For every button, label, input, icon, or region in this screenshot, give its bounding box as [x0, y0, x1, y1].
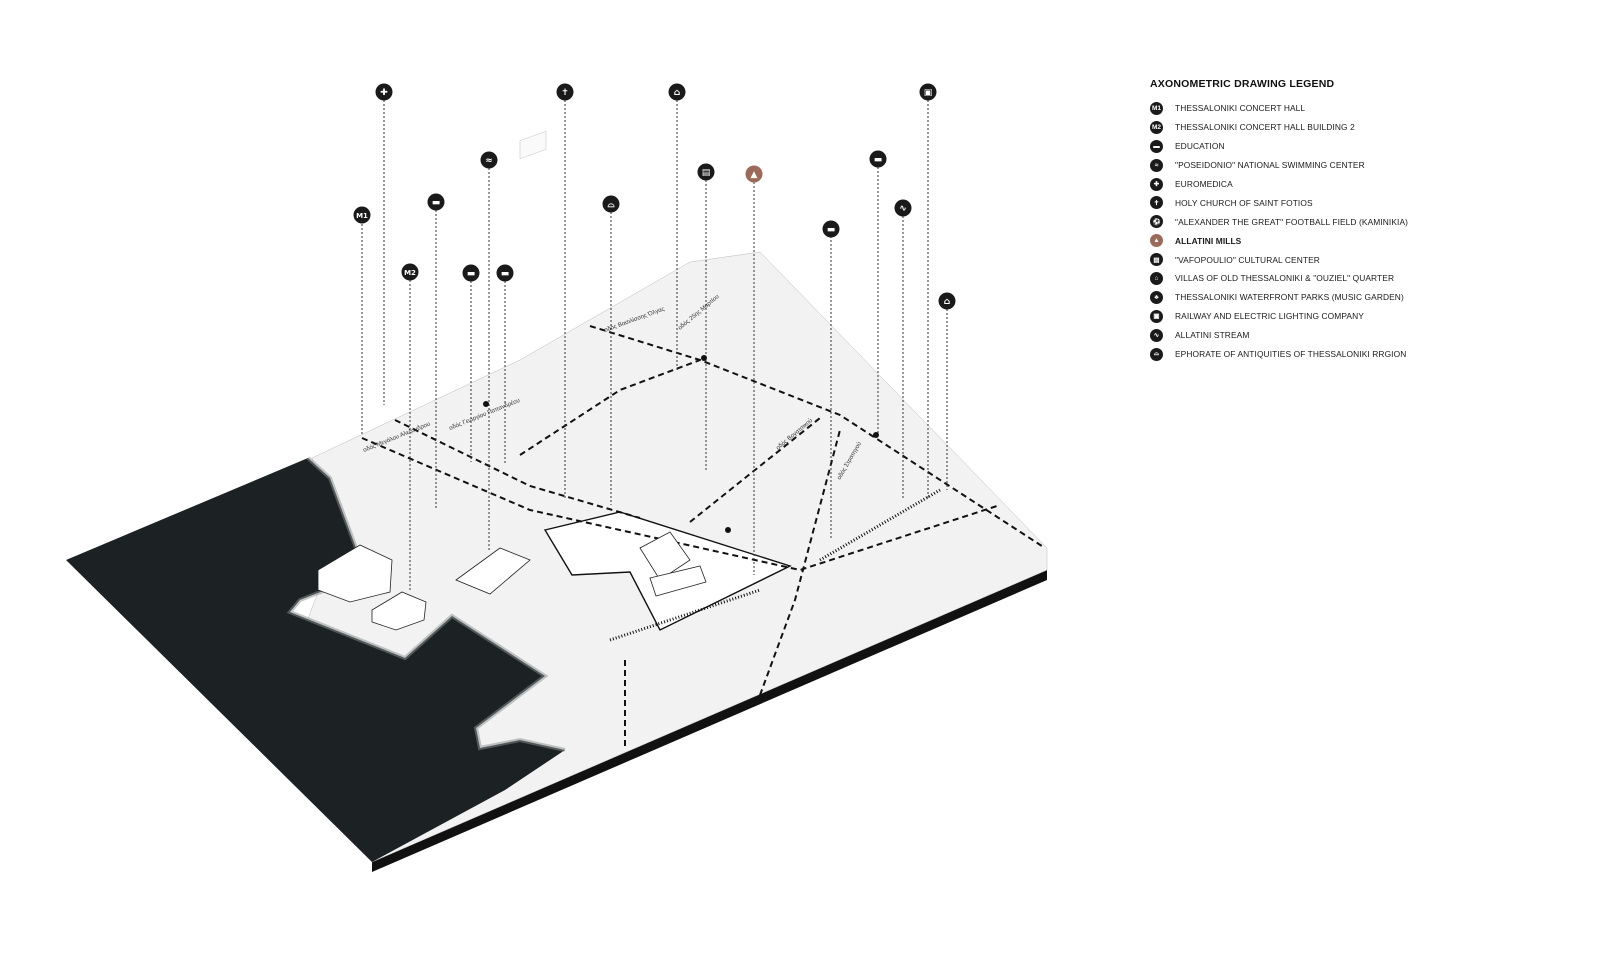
graduation-cap-icon: ▬ — [462, 264, 480, 282]
swimmer-icon: ≈ — [480, 151, 498, 169]
legend-item-label: THESSALONIKI WATERFRONT PARKS (MUSIC GAR… — [1175, 292, 1404, 303]
medical-cross-icon: ✚ — [1150, 177, 1163, 191]
svg-text:✝: ✝ — [561, 88, 569, 98]
graduation-cap-icon: ▬ — [1150, 139, 1163, 153]
villa-icon: ⌂ — [668, 83, 686, 101]
legend-title: AXONOMETRIC DRAWING LEGEND — [1150, 78, 1335, 90]
leader-lines — [361, 100, 948, 590]
legend-item: ⌓ EPHORATE OF ANTIQUITIES OF THESSALONIKI… — [1150, 345, 1570, 364]
svg-text:M2: M2 — [404, 269, 416, 277]
book-icon: ▤ — [697, 163, 715, 181]
legend-item: ✝ HOLY CHURCH OF SAINT FOTIOS — [1150, 193, 1570, 212]
svg-text:⌓: ⌓ — [607, 200, 614, 210]
legend-item: ⚽ "ALEXANDER THE GREAT" FOOTBALL FIELD (K… — [1150, 212, 1570, 231]
legend-item: ▣ RAILWAY AND ELECTRIC LIGHTING COMPANY — [1150, 307, 1570, 326]
stream-icon: ∿ — [894, 199, 912, 217]
urban-fabric — [519, 130, 547, 160]
stream-hatch — [609, 488, 941, 642]
svg-text:▬: ▬ — [874, 155, 883, 165]
svg-text:∿: ∿ — [899, 204, 907, 214]
legend-item: ▲ ALLATINI MILLS — [1150, 231, 1570, 250]
svg-text:≈: ≈ — [485, 156, 493, 166]
graduation-cap-icon: ▬ — [822, 220, 840, 238]
train-icon: ▣ — [1150, 309, 1163, 323]
svg-text:▬: ▬ — [827, 225, 836, 235]
medical-cross-icon: ✚ — [375, 83, 393, 101]
svg-text:⌂: ⌂ — [674, 88, 681, 98]
book-icon: ▤ — [1150, 253, 1163, 267]
svg-text:▬: ▬ — [432, 198, 441, 208]
legend-item: ✚ EUROMEDICA — [1150, 175, 1570, 194]
legend-item-label: "VAFOPOULIO" CULTURAL CENTER — [1175, 254, 1320, 265]
map-markers: ✚ ✝ ⌂ ▣ ≈ ▤ ▲ ▬ M1 ▬ ⌓ ▬ ∿ M2 ▬ ▬ ⌂ — [353, 83, 956, 310]
train-icon: ▣ — [919, 83, 937, 101]
legend-item-label: HOLY CHURCH OF SAINT FOTIOS — [1175, 197, 1313, 208]
legend-item-label: THESSALONIKI CONCERT HALL BUILDING 2 — [1175, 122, 1355, 133]
location-pins — [483, 355, 879, 533]
m1-badge-icon: M1 — [1150, 101, 1163, 115]
m2-badge-icon: M2 — [1150, 120, 1163, 134]
stream-icon: ∿ — [1150, 328, 1163, 342]
base-slab-edge — [372, 570, 1047, 872]
legend-item: ▬ EDUCATION — [1150, 137, 1570, 156]
legend-item-label: ALLATINI STREAM — [1175, 330, 1250, 341]
villa-icon: ⌂ — [1150, 271, 1163, 285]
m2-badge-icon: M2 — [401, 263, 419, 281]
museum-icon: ⌓ — [1150, 347, 1163, 361]
legend-item-label: ALLATINI MILLS — [1175, 235, 1242, 246]
villa-icon: ⌂ — [938, 292, 956, 310]
legend-item: ▤ "VAFOPOULIO" CULTURAL CENTER — [1150, 250, 1570, 269]
svg-text:⌂: ⌂ — [944, 297, 951, 307]
legend-item-label: "POSEIDONIO" NATIONAL SWIMMING CENTER — [1175, 160, 1365, 171]
church-cross-icon: ✝ — [556, 83, 574, 101]
graduation-cap-icon: ▬ — [869, 150, 887, 168]
m1-badge-icon: M1 — [353, 206, 371, 224]
legend-item-label: EPHORATE OF ANTIQUITIES OF THESSALONIKI … — [1175, 349, 1407, 360]
svg-text:▲: ▲ — [751, 170, 758, 180]
legend-item-label: EUROMEDICA — [1175, 179, 1233, 189]
tree-icon: ♣ — [1150, 290, 1163, 304]
factory-icon: ▲ — [1150, 234, 1163, 248]
graduation-cap-icon: ▬ — [496, 264, 514, 282]
legend-item: ♣ THESSALONIKI WATERFRONT PARKS (MUSIC GA… — [1150, 288, 1570, 307]
swimmer-icon: ≈ — [1150, 158, 1163, 172]
legend-item: ∿ ALLATINI STREAM — [1150, 326, 1570, 345]
svg-text:▤: ▤ — [702, 168, 711, 178]
museum-icon: ⌓ — [602, 195, 620, 213]
svg-text:▬: ▬ — [467, 269, 476, 279]
legend-item-label: VILLAS OF OLD THESSALONIKI & "OUZIEL" QU… — [1175, 273, 1395, 284]
svg-text:M1: M1 — [356, 212, 368, 220]
svg-text:▬: ▬ — [501, 269, 510, 279]
legend-item-label: EDUCATION — [1175, 141, 1225, 152]
svg-text:✚: ✚ — [380, 88, 388, 98]
legend-item: ≈ "POSEIDONIO" NATIONAL SWIMMING CENTER — [1150, 156, 1570, 175]
sea-area — [66, 458, 565, 862]
football-player-icon: ⚽ — [1150, 215, 1163, 229]
legend-item-label: THESSALONIKI CONCERT HALL — [1175, 103, 1306, 114]
legend-item: M2 THESSALONIKI CONCERT HALL BUILDING 2 — [1150, 118, 1570, 137]
concert-hall-buildings — [317, 531, 707, 631]
church-cross-icon: ✝ — [1150, 196, 1163, 210]
factory-icon: ▲ — [745, 165, 763, 183]
graduation-cap-icon: ▬ — [427, 193, 445, 211]
svg-text:▣: ▣ — [924, 88, 933, 98]
legend-item-label: "ALEXANDER THE GREAT" FOOTBALL FIELD (KA… — [1175, 216, 1409, 227]
legend-item-label: RAILWAY AND ELECTRIC LIGHTING COMPANY — [1175, 311, 1364, 322]
legend-item: ⌂ VILLAS OF OLD THESSALONIKI & "OUZIEL" Q… — [1150, 269, 1570, 288]
legend-item: M1 THESSALONIKI CONCERT HALL — [1150, 99, 1570, 118]
